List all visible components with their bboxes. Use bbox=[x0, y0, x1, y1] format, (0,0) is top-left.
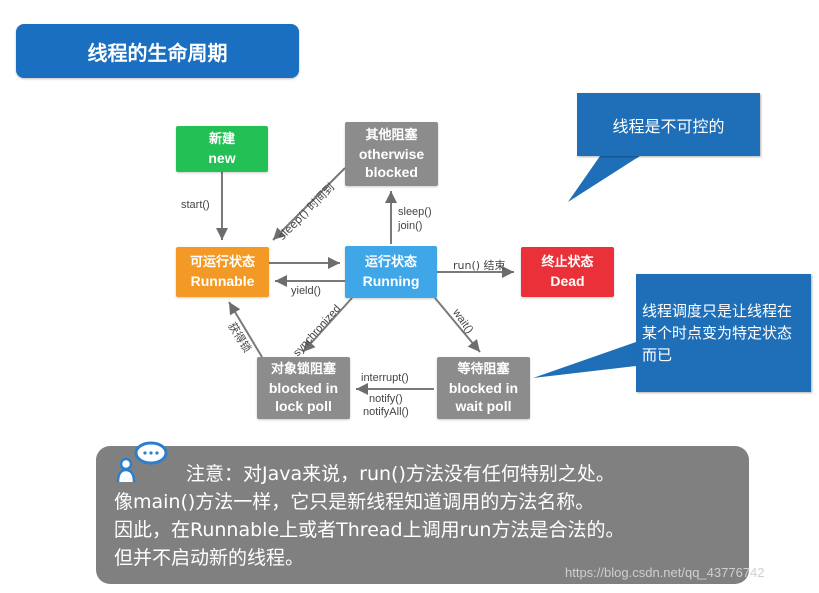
arrow-sleep-done bbox=[272, 167, 346, 241]
state-running-cn: 运行状态 bbox=[364, 255, 417, 270]
state-wait-blocked-cn: 等待阻塞 bbox=[457, 362, 510, 377]
note-line-4: 但并不启动新的线程。 bbox=[114, 547, 305, 569]
state-other-blocked-cn: 其他阻塞 bbox=[365, 128, 418, 143]
state-wait-blocked-en2: wait poll bbox=[455, 398, 512, 414]
label-yield: yield() bbox=[291, 285, 321, 297]
state-dead-cn: 终止状态 bbox=[541, 255, 594, 270]
label-notify: notify() bbox=[369, 393, 403, 405]
state-runnable-en: Runnable bbox=[190, 273, 255, 289]
person-speech-icon bbox=[116, 441, 168, 483]
state-wait-blocked: 等待阻塞 blocked in wait poll bbox=[437, 357, 530, 419]
callout-scheduling-tail bbox=[533, 342, 636, 378]
arrow-wait bbox=[434, 297, 481, 353]
note-line-2: 像main()方法一样，它只是新线程知道调用的方法名称。 bbox=[114, 491, 595, 513]
state-running-en: Running bbox=[362, 273, 420, 289]
callout-uncontrollable-tail bbox=[568, 156, 640, 202]
state-new-cn: 新建 bbox=[208, 132, 235, 147]
note-line-3: 因此，在Runnable上或者Thread上调用run方法是合法的。 bbox=[114, 519, 625, 541]
state-lock-blocked-en1: blocked in bbox=[268, 380, 339, 396]
state-other-blocked-en2: blocked bbox=[365, 164, 418, 180]
state-runnable: 可运行状态 Runnable bbox=[176, 247, 269, 297]
state-lock-blocked: 对象锁阻塞 blocked in lock poll bbox=[257, 357, 350, 419]
arrow-synchronized bbox=[302, 297, 353, 353]
arrow-get-lock bbox=[228, 301, 263, 358]
state-running: 运行状态 Running bbox=[345, 246, 437, 298]
label-run-end: run() 结束 bbox=[453, 259, 506, 272]
state-wait-blocked-en1: blocked in bbox=[448, 380, 519, 396]
callout-scheduling: 线程调度只是让线程在某个时点变为特定状态而已 bbox=[636, 274, 811, 392]
state-dead-en: Dead bbox=[550, 273, 585, 289]
label-join: join() bbox=[398, 220, 423, 232]
state-new-en: new bbox=[208, 150, 236, 166]
label-notify-all: notifyAll() bbox=[363, 406, 409, 418]
state-lock-blocked-en2: lock poll bbox=[275, 398, 332, 414]
state-new: 新建 new bbox=[176, 126, 268, 172]
label-sleep: sleep() bbox=[398, 206, 432, 218]
callout-uncontrollable: 线程是不可控的 bbox=[577, 93, 760, 156]
state-other-blocked-en1: otherwise bbox=[358, 146, 425, 162]
state-dead: 终止状态 Dead bbox=[521, 247, 614, 297]
label-start: start() bbox=[181, 199, 210, 211]
note-line-1: 注意：对Java来说，run()方法没有任何特别之处。 bbox=[186, 463, 615, 485]
state-runnable-cn: 可运行状态 bbox=[189, 255, 255, 270]
watermark: https://blog.csdn.net/qq_43776742 bbox=[565, 565, 765, 580]
note-box: 注意：对Java来说，run()方法没有任何特别之处。 像main()方法一样，… bbox=[96, 441, 749, 584]
page-title: 线程的生命周期 bbox=[16, 24, 299, 78]
state-other-blocked: 其他阻塞 otherwise blocked bbox=[345, 122, 438, 186]
state-lock-blocked-cn: 对象锁阻塞 bbox=[270, 362, 336, 377]
label-interrupt: interrupt() bbox=[361, 372, 409, 384]
